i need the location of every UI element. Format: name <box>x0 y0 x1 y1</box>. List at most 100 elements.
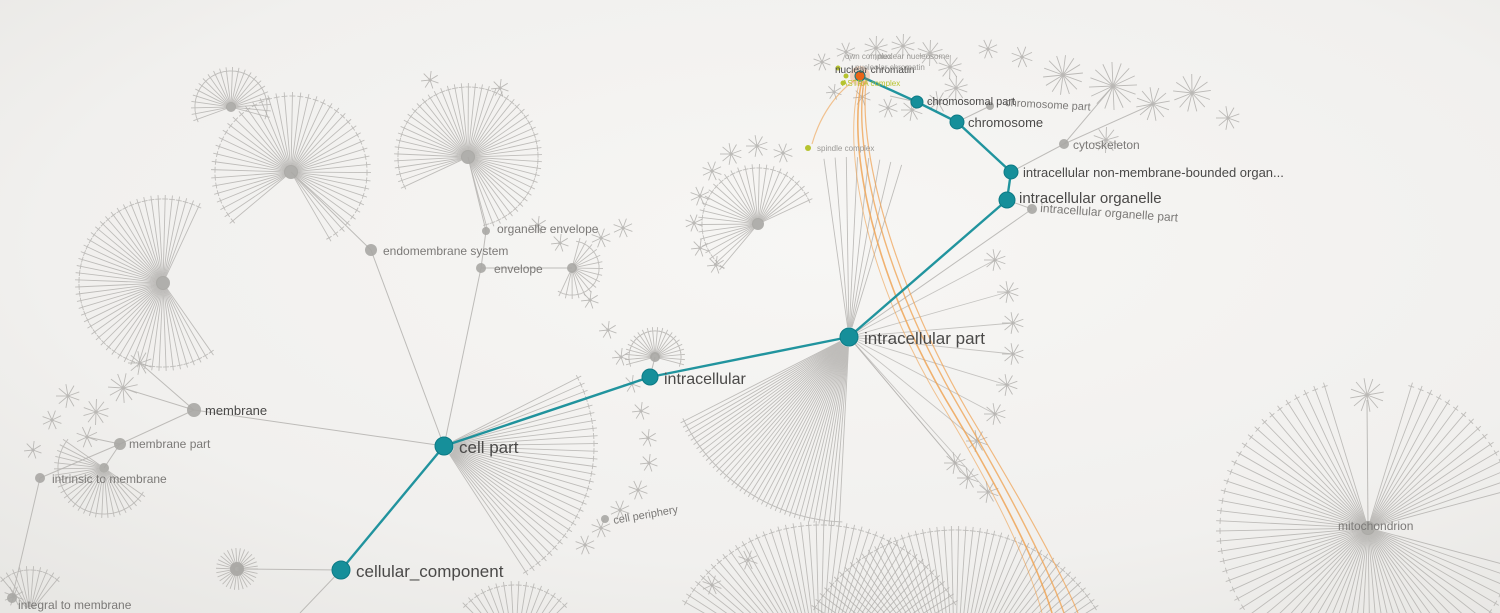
graph-node[interactable] <box>476 263 486 273</box>
cluster-burst[interactable] <box>927 91 949 113</box>
cluster-burst[interactable] <box>638 429 657 447</box>
graph-node-intracellular[interactable] <box>641 368 659 386</box>
graph-node[interactable] <box>601 515 609 523</box>
cluster-burst[interactable] <box>56 384 80 408</box>
cluster-burst[interactable] <box>611 348 630 366</box>
cluster-burst[interactable] <box>598 321 617 339</box>
cluster-burst[interactable] <box>76 426 98 448</box>
cluster-burst[interactable] <box>938 54 962 80</box>
cluster-burst[interactable] <box>944 75 968 101</box>
cluster-burst[interactable] <box>878 98 898 118</box>
arc-clusters[interactable] <box>848 249 1024 503</box>
cluster-fan[interactable] <box>557 237 604 300</box>
cluster-burst[interactable] <box>702 575 722 595</box>
cluster-burst[interactable] <box>977 481 999 503</box>
graph-node[interactable] <box>99 463 109 473</box>
cluster-burst[interactable] <box>1350 378 1384 412</box>
cluster-burst[interactable] <box>1136 87 1170 121</box>
cluster-burst[interactable] <box>1216 106 1240 130</box>
graph-node[interactable] <box>461 150 475 164</box>
cluster-burst[interactable] <box>706 256 725 274</box>
graph-node[interactable] <box>1361 521 1375 535</box>
cluster-burst[interactable] <box>984 249 1006 271</box>
cluster-burst[interactable] <box>917 39 943 67</box>
cluster-burst[interactable] <box>864 35 888 61</box>
cluster-fan[interactable] <box>1369 382 1500 527</box>
cluster-burst[interactable] <box>746 135 768 157</box>
cluster-burst[interactable] <box>978 39 998 59</box>
graph-node[interactable] <box>1027 204 1037 214</box>
cluster-burst[interactable] <box>996 374 1018 396</box>
cluster-fan[interactable] <box>394 82 542 229</box>
cluster-fan[interactable] <box>462 581 568 613</box>
graph-node[interactable] <box>284 165 298 179</box>
cluster-burst[interactable] <box>128 351 152 375</box>
graph-node-small[interactable] <box>843 73 849 79</box>
graph-node-intracellular-organelle[interactable] <box>998 191 1016 209</box>
green-dots[interactable] <box>805 65 849 152</box>
cluster-burst[interactable] <box>1002 312 1024 334</box>
cluster-burst[interactable] <box>966 430 988 452</box>
cluster-burst[interactable] <box>836 42 856 62</box>
cluster-burst[interactable] <box>639 454 658 472</box>
cluster-fan[interactable] <box>211 92 372 242</box>
graph-node[interactable] <box>35 473 45 483</box>
graph-node[interactable] <box>7 593 17 603</box>
cluster-burst[interactable] <box>690 186 710 206</box>
graph-node[interactable] <box>187 403 201 417</box>
cluster-fan[interactable] <box>1216 382 1500 613</box>
cluster-burst[interactable] <box>580 291 599 309</box>
cluster-burst[interactable] <box>957 467 979 489</box>
graph-node[interactable] <box>1059 139 1069 149</box>
cluster-fan[interactable] <box>191 67 271 123</box>
cluster-burst[interactable] <box>685 214 703 232</box>
cluster-burst[interactable] <box>575 535 595 555</box>
graph-node[interactable] <box>986 102 994 110</box>
cluster-fans[interactable] <box>0 67 1500 613</box>
cluster-burst[interactable] <box>1011 46 1033 68</box>
cluster-burst[interactable] <box>773 143 793 163</box>
cluster-fan[interactable] <box>680 341 849 526</box>
graph-node-chromosome[interactable] <box>949 114 965 130</box>
graph-node[interactable] <box>752 218 764 230</box>
cluster-fan[interactable] <box>682 521 958 613</box>
cluster-burst[interactable] <box>613 218 633 238</box>
cluster-burst[interactable] <box>631 402 650 420</box>
graph-node-cellular-component[interactable] <box>331 560 351 580</box>
graph-node[interactable] <box>230 562 244 576</box>
teal-nodes[interactable] <box>331 66 1019 580</box>
graph-node[interactable] <box>567 263 577 273</box>
cluster-burst[interactable] <box>591 518 611 538</box>
cluster-burst[interactable] <box>1002 343 1024 365</box>
graph-node-intracellular-non-membrane-bounded-organelle[interactable] <box>1003 164 1019 180</box>
cluster-burst[interactable] <box>83 398 109 426</box>
cluster-fan[interactable] <box>53 438 146 518</box>
cluster-fan[interactable] <box>75 195 214 371</box>
graph-node-chromosomal-part[interactable] <box>910 95 924 109</box>
cluster-fan[interactable] <box>0 566 60 609</box>
graph-node[interactable] <box>114 438 126 450</box>
graph-node[interactable] <box>365 244 377 256</box>
cluster-burst[interactable] <box>1093 126 1119 154</box>
graph-node[interactable] <box>156 276 170 290</box>
cluster-fan[interactable] <box>449 375 598 576</box>
gray-nodes[interactable] <box>7 102 1375 603</box>
cluster-burst[interactable] <box>891 33 915 59</box>
cluster-burst[interactable] <box>984 403 1006 425</box>
graph-node[interactable] <box>226 102 236 112</box>
graph-node-intracellular-part[interactable] <box>839 327 859 347</box>
graph-node-nuclear-chromatin[interactable] <box>854 70 866 82</box>
cluster-burst[interactable] <box>1043 55 1083 95</box>
cluster-burst[interactable] <box>813 53 831 71</box>
cluster-burst[interactable] <box>610 500 630 520</box>
cluster-burst[interactable] <box>738 550 758 570</box>
cluster-burst[interactable] <box>628 480 648 500</box>
cluster-burst[interactable] <box>550 234 569 252</box>
cluster-burst[interactable] <box>720 143 742 165</box>
graph-node-small[interactable] <box>840 80 846 86</box>
cluster-fan[interactable] <box>625 327 685 367</box>
graph-node[interactable] <box>482 227 490 235</box>
graph-node-cell-part[interactable] <box>434 436 454 456</box>
cluster-burst[interactable] <box>528 216 547 234</box>
